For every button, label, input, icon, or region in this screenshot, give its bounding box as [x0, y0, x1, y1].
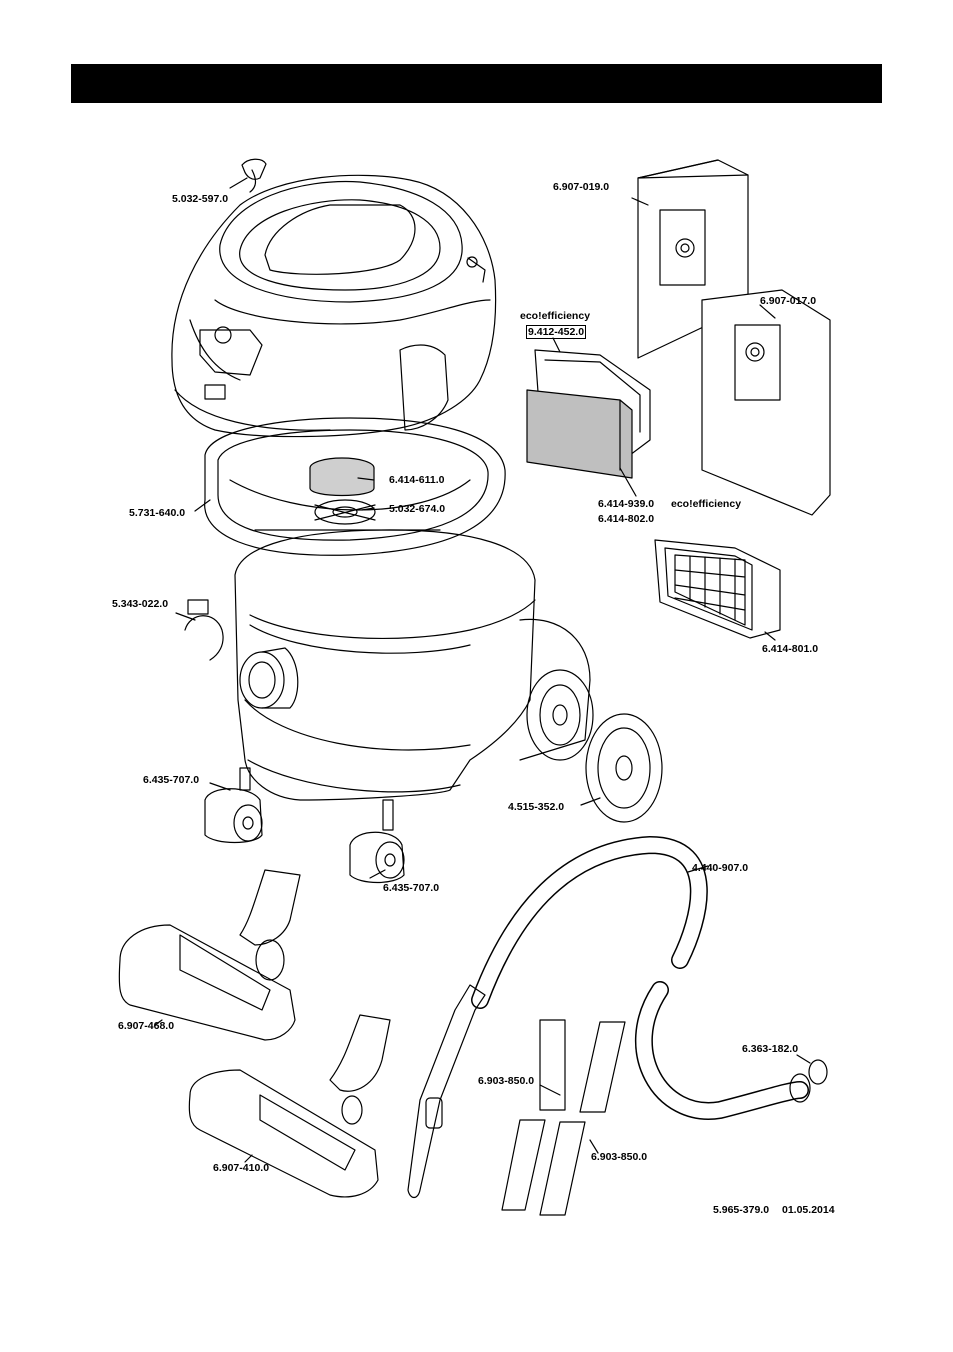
label-eco-frame: 9.412-452.0	[526, 325, 586, 339]
label-float-cage: 5.032-674.0	[389, 503, 445, 515]
extension-tubes-part	[502, 1020, 625, 1215]
footer-doc-number: 5.965-379.0	[713, 1204, 769, 1216]
o-ring-part	[797, 1055, 827, 1084]
label-eco-efficiency-top: eco!efficiency	[520, 310, 590, 322]
label-castor-b: 6.435-707.0	[383, 882, 439, 894]
label-clip: 5.343-022.0	[112, 598, 168, 610]
label-filter-bags-b: 6.907-017.0	[760, 295, 816, 307]
label-floor-nozzle-b: 6.907-410.0	[213, 1162, 269, 1174]
label-flat-filter: 6.414-939.0	[598, 498, 654, 510]
rear-wheels-part	[527, 670, 662, 822]
label-wheel: 4.515-352.0	[508, 801, 564, 813]
flat-filter-part	[527, 338, 650, 496]
suction-hose-part	[408, 845, 810, 1198]
castor-wheel-b	[350, 800, 404, 883]
label-eco-efficiency-side: eco!efficiency	[671, 498, 741, 510]
container-part	[235, 530, 590, 800]
label-float-cap: 6.414-611.0	[389, 474, 444, 486]
label-bag-clip: 5.032-597.0	[172, 193, 228, 205]
motor-head-part	[172, 175, 496, 436]
filter-bags-part	[632, 160, 830, 515]
retaining-clip-part	[176, 600, 223, 660]
label-cartridge-filter: 6.414-801.0	[762, 643, 818, 655]
inlet-socket-part	[240, 648, 298, 708]
float-valve-part	[310, 458, 375, 524]
label-hose: 4.440-907.0	[692, 862, 748, 874]
label-filter-bags-a: 6.907-019.0	[553, 181, 609, 193]
label-castor-a: 6.435-707.0	[143, 774, 199, 786]
footer-date: 01.05.2014	[782, 1204, 835, 1216]
cartridge-filter-part	[655, 540, 780, 640]
label-floor-nozzle-a: 6.907-468.0	[118, 1020, 174, 1032]
label-o-ring: 6.363-182.0	[742, 1043, 798, 1055]
floor-nozzle-a-part	[119, 870, 300, 1040]
label-flat-filter-b: 6.414-802.0	[598, 513, 654, 525]
label-basket: 5.731-640.0	[129, 507, 185, 519]
label-tube-b: 6.903-850.0	[591, 1151, 647, 1163]
label-tube-a: 6.903-850.0	[478, 1075, 534, 1087]
bag-clip-part	[230, 159, 266, 192]
